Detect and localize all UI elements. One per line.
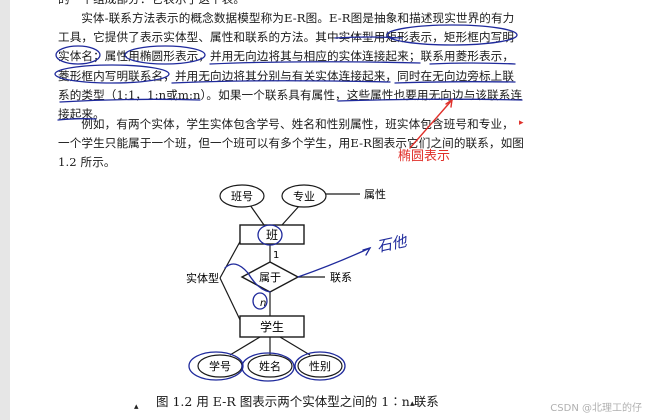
callout-line: [219, 237, 243, 279]
attribute-label: 专业: [293, 189, 315, 203]
left-margin-bar: [0, 0, 10, 420]
attribute-label: 性别: [309, 359, 331, 373]
text-line: 例如，有两个实体，学生实体包含学号、姓名和性别属性，班实体包含班号和专业，: [81, 117, 514, 131]
text-line: 系的类型（1:1，1:n或m:n）。如果一个联系具有属性，这些属性也要用无向边与…: [58, 87, 523, 102]
edge: [249, 204, 265, 226]
pen-stroke: [224, 263, 271, 293]
attribute-ellipse: [219, 184, 265, 208]
paragraph-example: 例如，有两个实体，学生实体包含学号、姓名和性别属性，班实体包含班号和专业， 一个…: [58, 115, 523, 173]
text-line: 菱形框内写明联系名，并用无向边将其分别与有关实体连接起来，同时在无向边旁标上联: [58, 68, 515, 83]
attribute-label: 学号: [209, 359, 231, 373]
pen-circle-stroke: [241, 352, 295, 382]
handwritten-note-ellipse: 椭圆表示: [398, 149, 451, 164]
watermark: CSDN @北理工的仔: [550, 403, 642, 414]
pen-stroke: [362, 246, 372, 256]
text-line: 接起来。: [58, 107, 105, 122]
paragraph-prev: 的一个组成部分：它表示了这个表。: [58, 0, 523, 9]
attribute-ellipse: [281, 184, 327, 208]
text-line: 的一个组成部分：它表示了这个表。: [58, 0, 523, 9]
attribute-label: 姓名: [259, 359, 281, 373]
label-entity-type: 实体型: [186, 271, 219, 285]
text-line: 实体-联系方法表示的概念数据模型称为E-R图。E-R图是抽象和描述现实世界的有力: [81, 11, 515, 25]
right-gutter: [530, 0, 650, 420]
text-line: 一个学生只能属于一个班，但一个班可以有多个学生，用E-R图表示它们之间的联系，如…: [58, 136, 523, 151]
pen-circle-stroke: [252, 292, 268, 310]
label-attribute: 属性: [364, 187, 386, 201]
relationship-label: 属于: [259, 271, 281, 284]
red-arrow-icon: ▸: [519, 118, 524, 128]
pen-circle-stroke: [257, 224, 283, 246]
pen-stroke: [297, 247, 371, 278]
pen-circle-stroke: [294, 351, 346, 381]
cardinality-one: 1: [273, 250, 279, 261]
paragraph-er-definition: 实体-联系方法表示的概念数据模型称为E-R图。E-R图是抽象和描述现实世界的有力…: [58, 9, 523, 124]
edge: [229, 336, 261, 356]
text-line: 实体名；属性用椭圆形表示，并用无向边将其与相应的实体连接起来；联系用菱形表示，: [58, 49, 515, 64]
cursor-icon: ▴: [410, 399, 415, 409]
handwritten-note-many: 石他: [375, 232, 410, 256]
edge: [281, 204, 301, 226]
edge: [279, 336, 311, 356]
er-diagram: 班号 专业 属性 班 属于 联系 实体型 1 n 学生 学号 姓名 性别 石他: [186, 184, 410, 382]
attribute-ellipse: [297, 354, 343, 378]
pen-circle-stroke: [188, 351, 244, 381]
entity-label: 班: [266, 228, 278, 242]
text-line: 1.2 所示。: [58, 155, 116, 170]
label-relationship: 联系: [330, 271, 352, 284]
attribute-label: 班号: [231, 190, 253, 203]
cardinality-many: n: [260, 298, 266, 309]
attribute-ellipse: [247, 354, 293, 378]
text-line: 工具，它提供了表示实体型、属性和联系的方法。其中实体型用矩形表示，矩形框内写明: [58, 30, 515, 45]
cursor-icon: ▴: [134, 402, 139, 412]
callout-line: [219, 277, 243, 325]
entity-rect-student: [239, 315, 305, 338]
entity-label: 学生: [260, 319, 284, 334]
figure-caption: 图 1.2 用 E-R 图表示两个实体型之间的 1∶n 联系: [156, 394, 439, 409]
